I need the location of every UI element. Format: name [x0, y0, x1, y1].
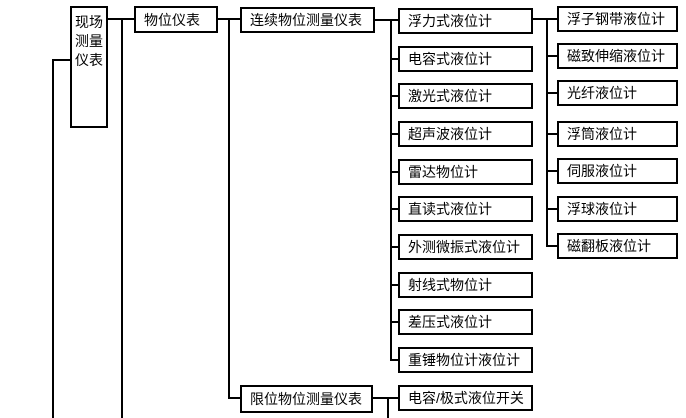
node-capacitance-pole-level-switch: 电容/极式液位开关: [398, 385, 533, 411]
node-differential-pressure-level-gauge: 差压式液位计: [398, 309, 533, 335]
node-level-instruments: 物位仪表: [134, 6, 218, 33]
connector-hline: [390, 284, 398, 286]
node-float-steel-belt-level-gauge: 浮子钢带液位计: [557, 6, 678, 32]
connector-hline: [52, 59, 70, 61]
connector-hline: [390, 58, 398, 60]
node-magnetic-flap-level-gauge: 磁翻板液位计: [557, 233, 678, 259]
node-continuous-level-measurement-instruments: 连续物位测量仪表: [240, 7, 375, 33]
connector-vline: [390, 20, 392, 360]
connector-hline: [390, 133, 398, 135]
connector-vline: [387, 398, 389, 418]
connector-hline: [390, 359, 398, 361]
node-buoyancy-level-gauge: 浮力式液位计: [398, 8, 533, 34]
connector-vline: [52, 60, 54, 418]
connector-hline: [546, 92, 557, 94]
node-field-measurement-instruments: 现场测量仪表: [70, 6, 108, 128]
node-radiation-level-gauge: 射线式物位计: [398, 272, 533, 298]
node-float-ball-level-gauge: 浮球液位计: [557, 196, 678, 222]
connector-hline: [546, 170, 557, 172]
connector-hline: [546, 55, 557, 57]
connector-vline: [228, 19, 230, 398]
connector-hline: [373, 397, 398, 399]
connector-hline: [390, 321, 398, 323]
node-heavy-hammer-level-gauge: 重锤物位计液位计: [398, 347, 533, 373]
node-direct-reading-level-gauge: 直读式液位计: [398, 196, 533, 222]
node-magnetostrictive-level-gauge: 磁致伸缩液位计: [557, 43, 678, 69]
connector-hline: [390, 95, 398, 97]
connector-hline: [390, 171, 398, 173]
connector-vline: [546, 19, 548, 246]
node-external-micro-vibration-level-gauge: 外测微振式液位计: [398, 234, 533, 260]
node-limit-level-measurement-instruments: 限位物位测量仪表: [240, 385, 373, 413]
connector-hline: [546, 133, 557, 135]
connector-hline: [533, 18, 557, 20]
connector-hline: [228, 397, 240, 399]
node-laser-level-gauge: 激光式液位计: [398, 83, 533, 109]
node-displacer-level-gauge: 浮筒液位计: [557, 121, 678, 147]
connector-hline: [546, 208, 557, 210]
connector-vline: [121, 19, 123, 418]
node-radar-level-gauge: 雷达物位计: [398, 159, 533, 185]
node-optical-fiber-level-gauge: 光纤液位计: [557, 80, 678, 106]
connector-hline: [375, 19, 398, 21]
connector-hline: [390, 208, 398, 210]
connector-hline: [390, 246, 398, 248]
node-capacitance-level-gauge: 电容式液位计: [398, 46, 533, 72]
node-servo-level-gauge: 伺服液位计: [557, 158, 678, 184]
node-ultrasonic-level-gauge: 超声波液位计: [398, 121, 533, 147]
connector-hline: [546, 245, 557, 247]
